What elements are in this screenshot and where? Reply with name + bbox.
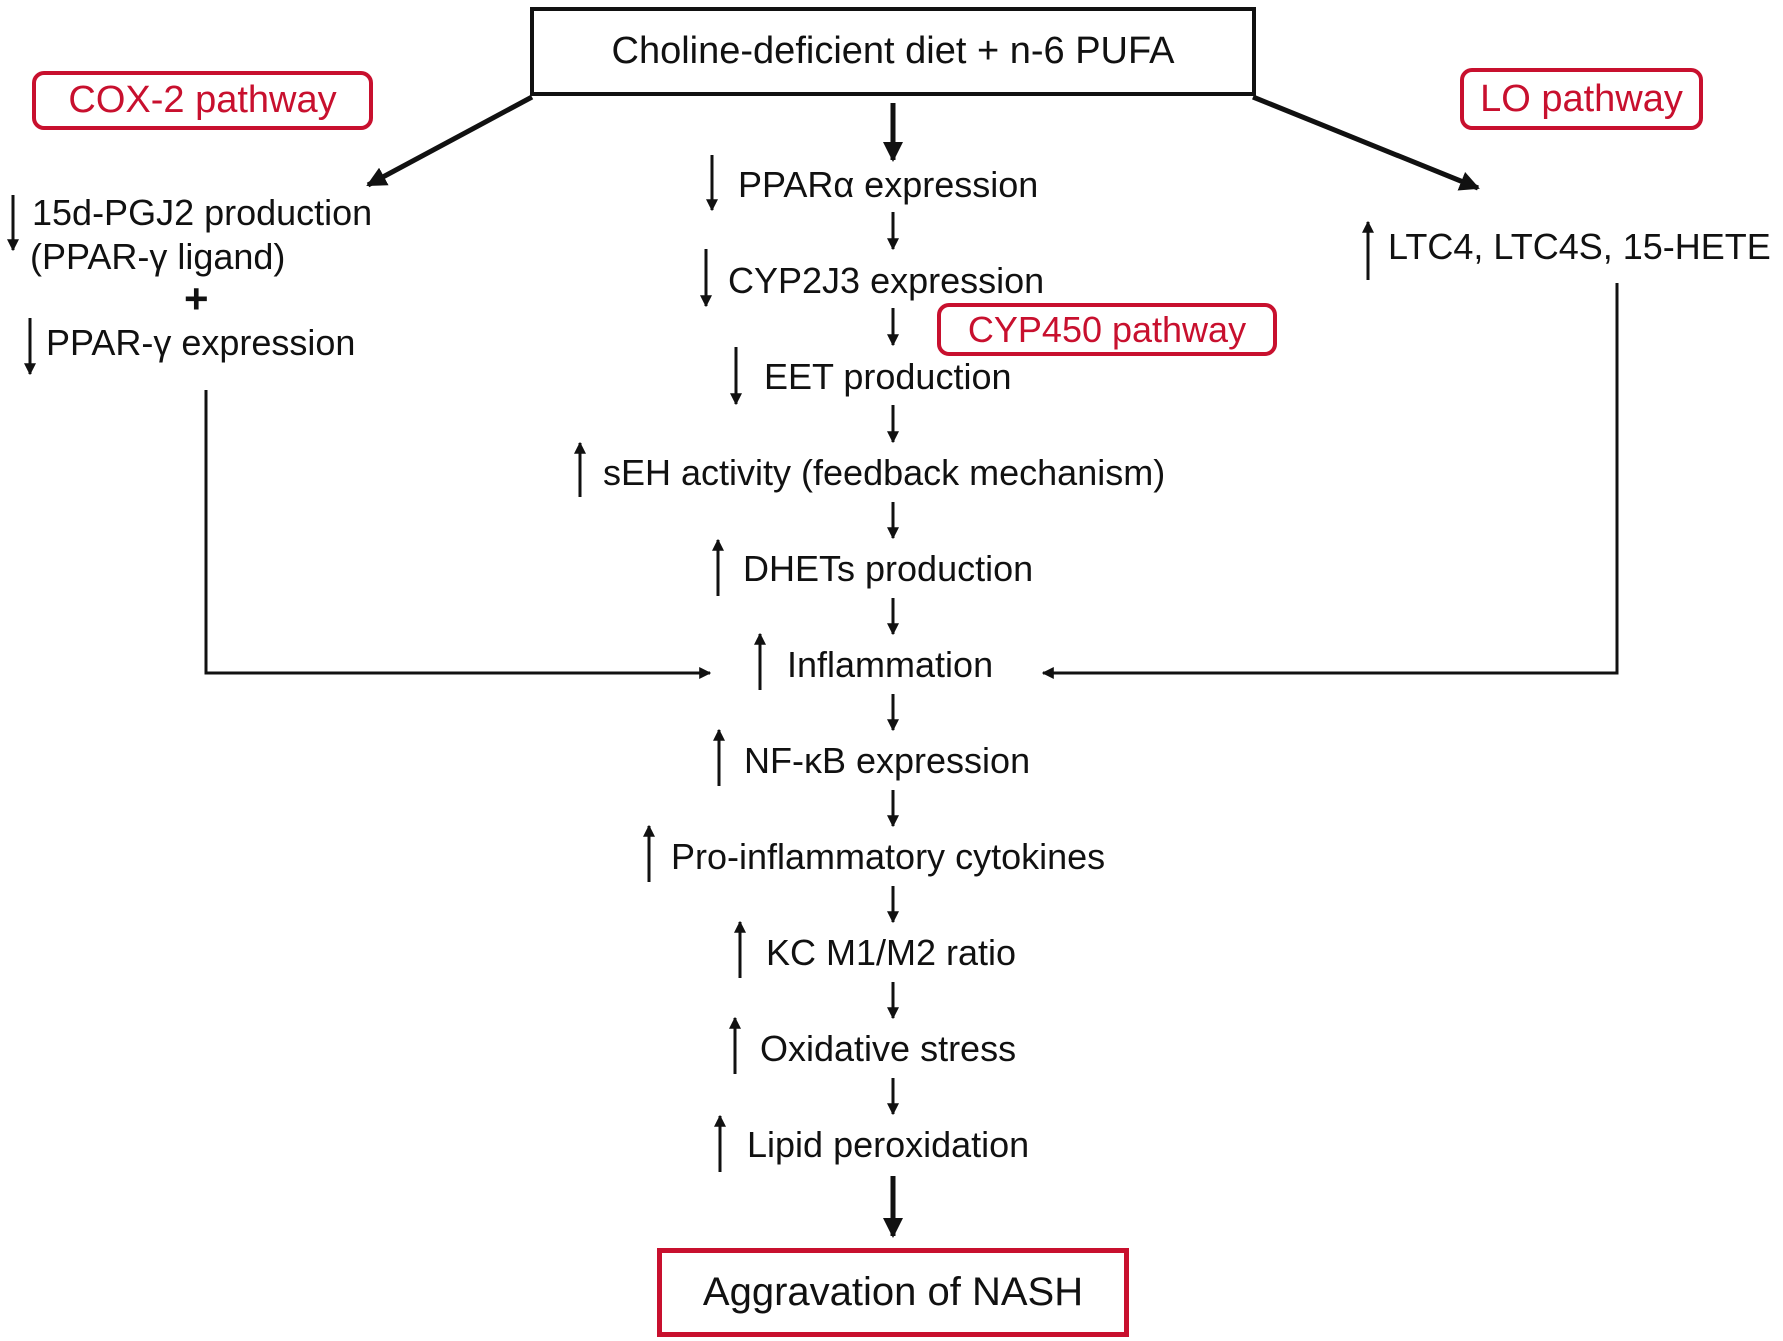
outcome-box: Aggravation of NASH bbox=[657, 1248, 1129, 1337]
arrow-to-cox2-branch bbox=[366, 94, 534, 188]
chain-item-lipid-peroxidation: Lipid peroxidation bbox=[747, 1124, 1030, 1165]
plus-sign: + bbox=[184, 275, 209, 322]
diet-label: Choline-deficient diet + n-6 PUFA bbox=[611, 30, 1175, 72]
lo-pathway-label: LO pathway bbox=[1460, 68, 1703, 130]
cox2-item-ppar-gamma-expression: PPAR-γ expression bbox=[46, 322, 356, 363]
cox2-item-ppar-gamma-ligand: (PPAR-γ ligand) bbox=[30, 236, 286, 277]
chain-item-oxidative-stress: Oxidative stress bbox=[760, 1028, 1017, 1069]
cyp450-pathway-label: CYP450 pathway bbox=[937, 303, 1277, 356]
chain-item-ppar-alpha: PPARα expression bbox=[738, 164, 1039, 205]
cox2-item-15d-pgj2: 15d-PGJ2 production bbox=[32, 192, 373, 233]
chain-item-dhets: DHETs production bbox=[743, 548, 1034, 589]
lo-item-ltc4: LTC4, LTC4S, 15-HETE bbox=[1388, 226, 1771, 267]
chain-item-eet: EET production bbox=[764, 356, 1012, 397]
chain-item-cytokines: Pro-inflammatory cytokines bbox=[671, 836, 1106, 877]
arrow-to-lo-branch bbox=[1252, 94, 1480, 191]
cox2-pathway-label: COX-2 pathway bbox=[32, 71, 373, 130]
chain-item-inflammation: Inflammation bbox=[787, 644, 994, 685]
chain-item-cyp2j3: CYP2J3 expression bbox=[728, 260, 1045, 301]
chain-item-kc-ratio: KC M1/M2 ratio bbox=[766, 932, 1017, 973]
chain-item-nf-kb: NF-κB expression bbox=[744, 740, 1031, 781]
chain-item-seh: sEH activity (feedback mechanism) bbox=[603, 452, 1166, 493]
lo-to-inflammation-connector bbox=[1041, 283, 1619, 679]
outcome-label: Aggravation of NASH bbox=[702, 1270, 1084, 1314]
diet-box: Choline-deficient diet + n-6 PUFA bbox=[530, 7, 1256, 96]
cox2-to-inflammation-connector bbox=[204, 390, 712, 679]
